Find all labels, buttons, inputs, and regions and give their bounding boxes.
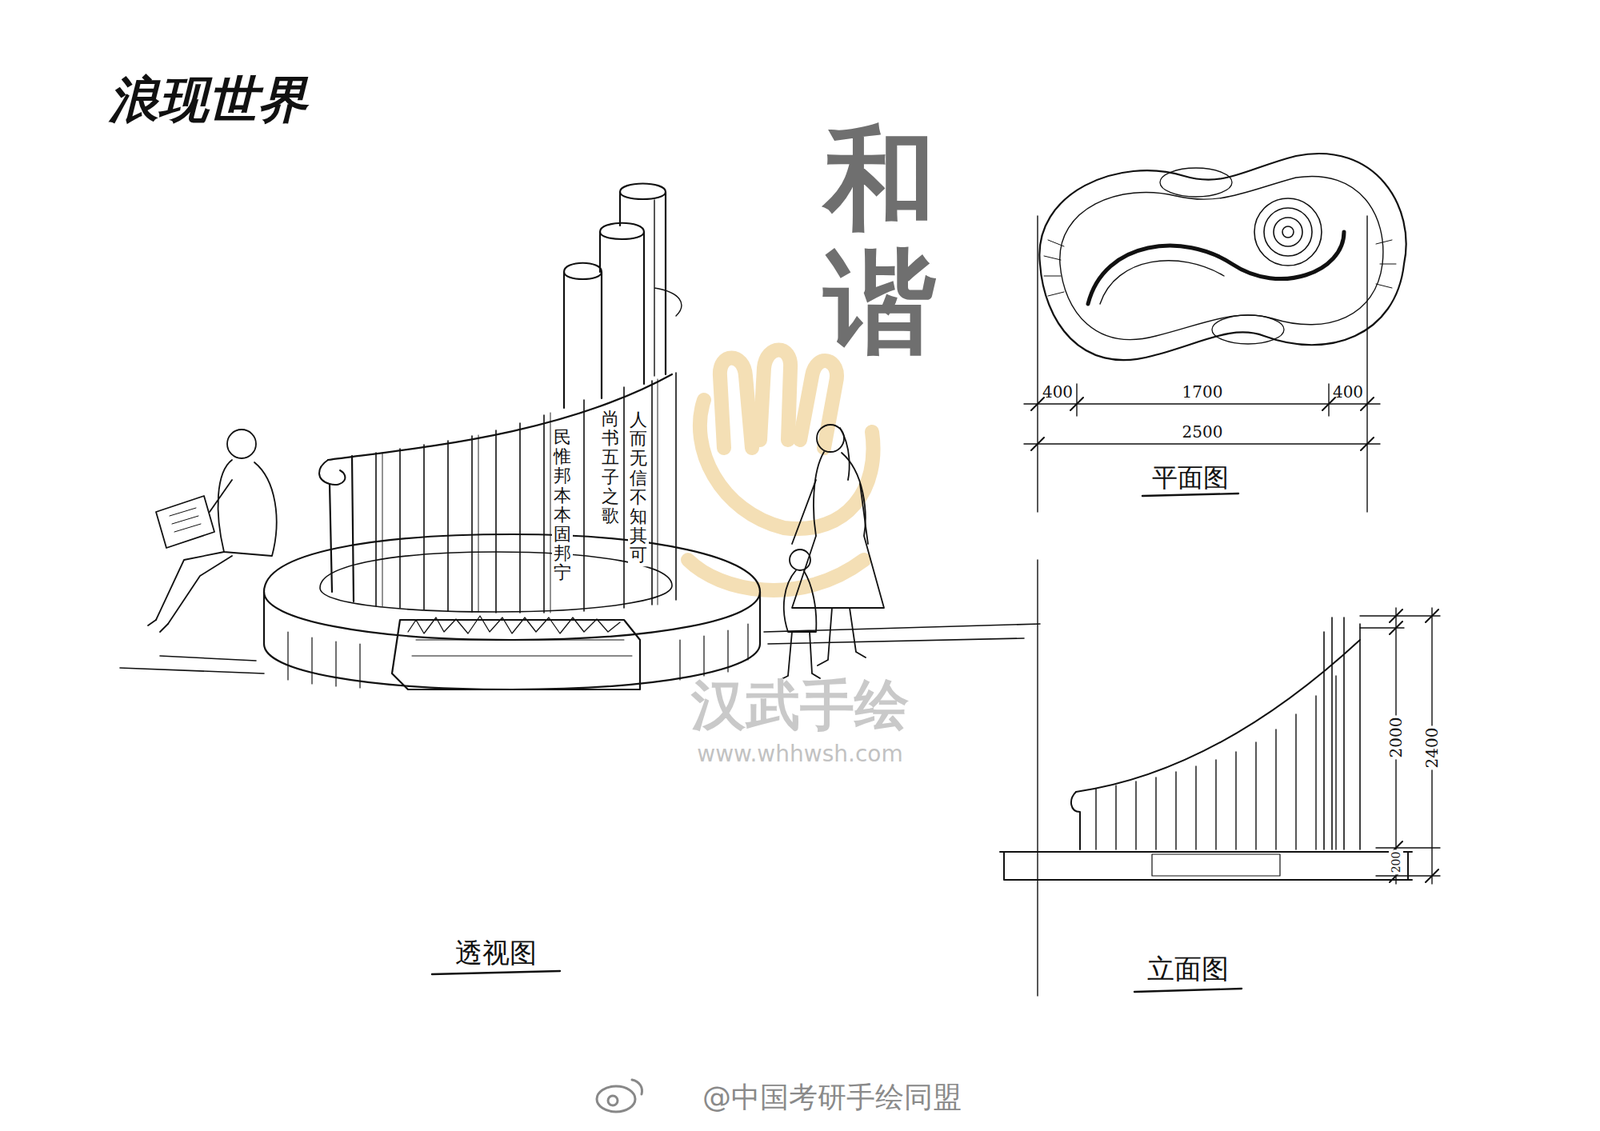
dimension-label: 400 — [1332, 382, 1364, 402]
heading-text: 浪现世界 — [108, 66, 308, 134]
dimension-label: 200 — [1388, 850, 1404, 876]
dimension-label: 1700 — [1182, 382, 1224, 402]
dimension-label: 2000 — [1385, 716, 1407, 760]
watermark-logo — [688, 350, 874, 591]
seated-figure — [148, 429, 277, 632]
watermark-text: 汉武手绘 — [691, 669, 909, 743]
watermark-url: www.whhwsh.com — [696, 740, 903, 768]
view-title: 平面图 — [1152, 460, 1229, 496]
dimension-label: 2500 — [1182, 422, 1224, 442]
elevation-view — [1000, 560, 1440, 996]
inscription-text: 人而无信不知其可 — [628, 409, 649, 567]
view-title: 透视图 — [455, 935, 537, 972]
inscription-text: 民惟邦本本固邦宁 — [552, 427, 573, 584]
dimension-label: 2400 — [1421, 726, 1443, 771]
weibo-icon — [596, 1080, 643, 1112]
plan-view — [1024, 153, 1407, 512]
view-title: 立面图 — [1147, 951, 1229, 988]
inscription-text: 尚书五子之歌 — [600, 408, 621, 527]
source-credit: @中国考研手绘同盟 — [702, 1078, 962, 1118]
dimension-label: 400 — [1042, 382, 1073, 402]
standing-figure — [780, 424, 884, 680]
title-text: 和谐 — [824, 116, 936, 364]
